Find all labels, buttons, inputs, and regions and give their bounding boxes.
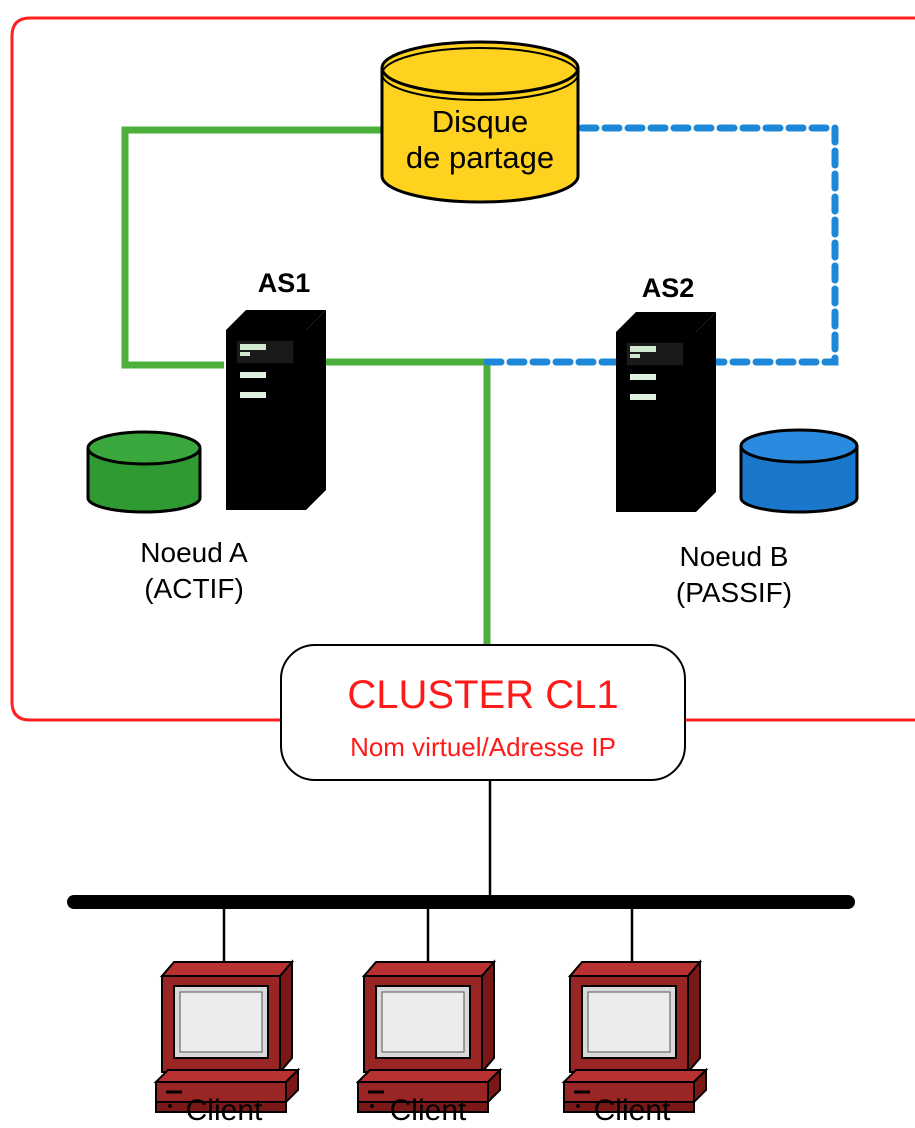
client-1-label: Client: [186, 1094, 263, 1127]
active-cluster-link: [326, 358, 491, 650]
client-2-label: Client: [390, 1094, 467, 1127]
node-a-state: (ACTIF): [144, 573, 244, 604]
passive-links: [483, 124, 839, 366]
server-b-icon: [615, 311, 717, 513]
node-a-disk-icon: [86, 430, 202, 514]
server-a-icon: #diagram .sa .tw-top { fill: #4bb84b; st…: [225, 309, 327, 511]
node-b-title: Noeud B: [680, 541, 789, 572]
client-3-label: Client: [594, 1094, 671, 1127]
client-1-icon: [154, 960, 300, 1114]
node-b-disk-icon: [739, 428, 859, 514]
cluster-subtitle: Nom virtuel/Adresse IP: [350, 732, 616, 762]
cluster-boundary: [10, 16, 915, 722]
shared-disk-icon: [380, 40, 580, 204]
shared-disk-label-line2: de partage: [406, 140, 554, 175]
shared-disk-label-line1: Disque: [432, 104, 529, 139]
cluster-box: [280, 644, 686, 781]
active-disk-link: [121, 126, 392, 369]
passive-disk-link: [578, 124, 839, 366]
node-b-server-name: AS2: [642, 273, 695, 303]
client-2-icon: [356, 960, 502, 1114]
node-b-state: (PASSIF): [676, 577, 792, 608]
node-a-server-name: AS1: [258, 268, 311, 298]
client-drop-lines: [222, 902, 634, 962]
client-3-icon: [562, 960, 708, 1114]
cluster-name: CLUSTER CL1: [347, 673, 618, 717]
node-a-title: Noeud A: [140, 537, 248, 568]
